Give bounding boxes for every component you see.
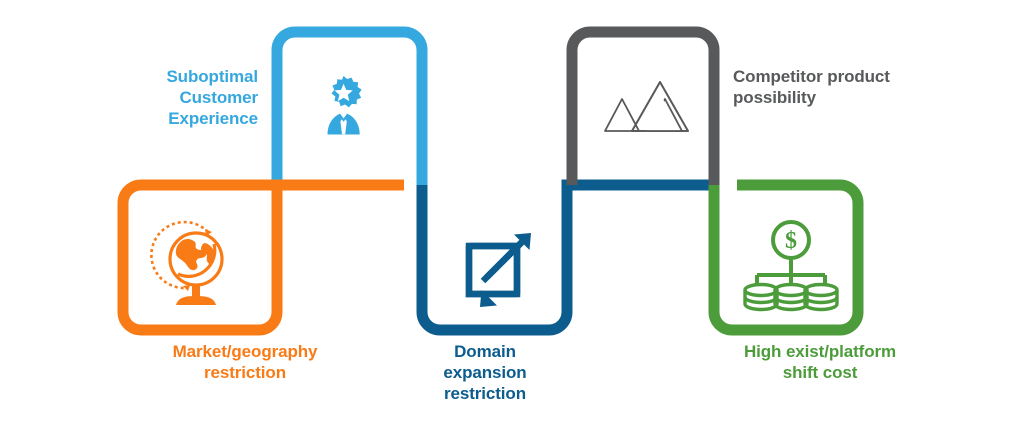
bracket-market-geography-restriction: [117, 179, 404, 336]
label-suboptimal-customer-experience: Suboptimal Customer Experience: [166, 67, 258, 128]
label-competitor-product-possibility: Competitor product possibility: [733, 67, 890, 107]
bracket-competitor-product-possibility: [566, 26, 720, 185]
person-award-badge-icon: [327, 76, 362, 135]
dollar-coin-stacks-hierarchy-icon: $: [743, 220, 839, 312]
expand-arrows-square-icon: [465, 233, 531, 307]
mountains-triangles-icon: [604, 81, 689, 132]
label-domain-expansion-restriction: Domain expansion restriction: [443, 342, 527, 403]
label-market-geography-restriction: Market/geography restriction: [172, 342, 318, 382]
svg-text:$: $: [785, 228, 797, 254]
bracket-domain-expansion-restriction: [416, 179, 714, 336]
bracket-high-exist-platform-shift-cost: [708, 179, 864, 336]
globe-stand-icon: [150, 220, 224, 305]
bracket-suboptimal-customer-experience: [271, 26, 428, 185]
label-high-exist-platform-shift-cost: High exist/platform shift cost: [743, 342, 897, 382]
